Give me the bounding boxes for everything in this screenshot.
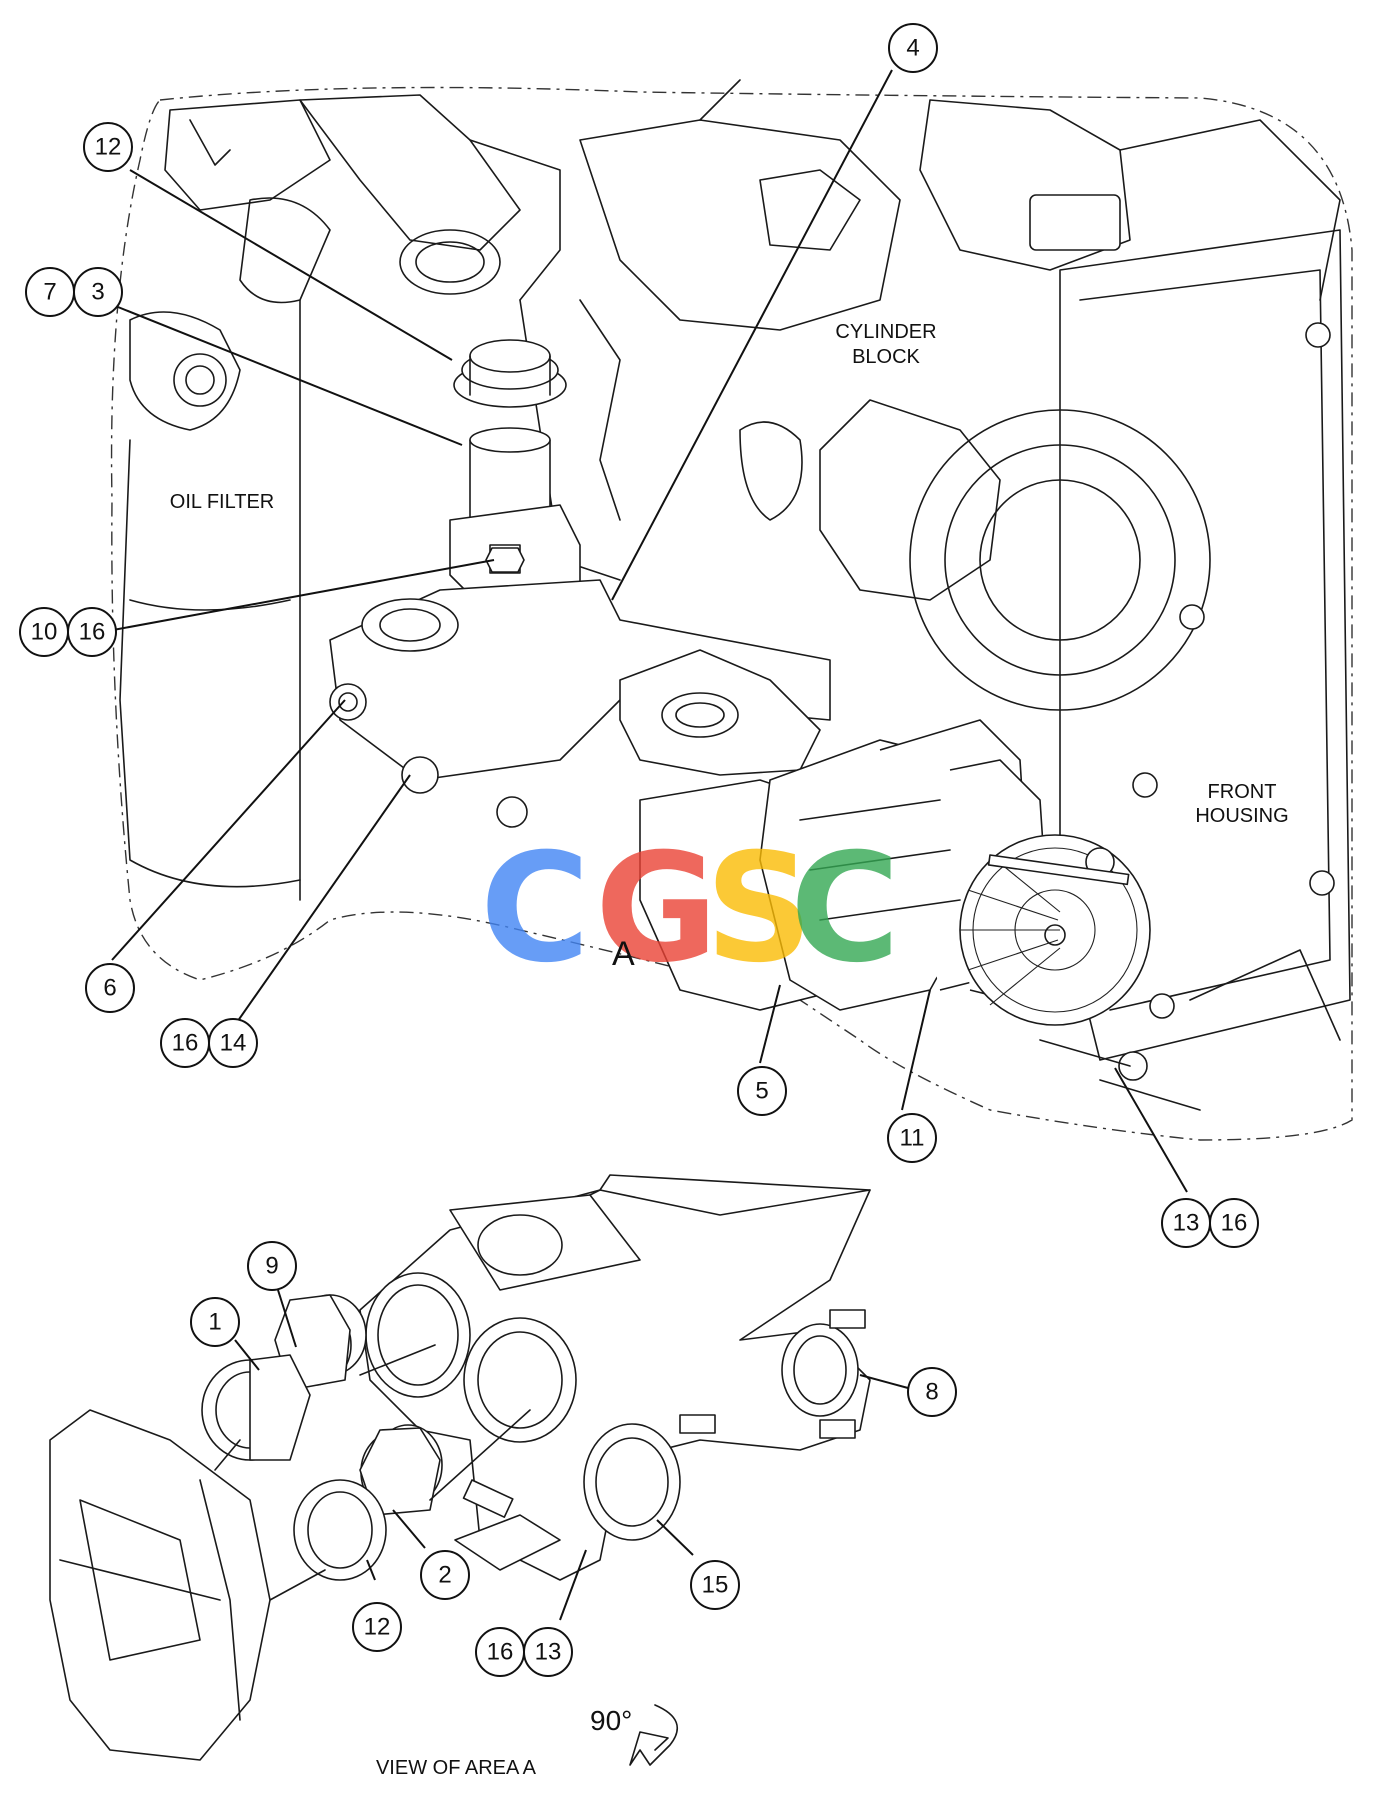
area-a-marker: A [612, 935, 635, 973]
svg-text:9: 9 [265, 1253, 278, 1280]
callout-4: 4 [888, 23, 938, 73]
cylinder-block-drawing [164, 79, 1341, 601]
callout-16-b: 16 [160, 1018, 210, 1068]
cgsc-watermark: C G S C [480, 822, 900, 996]
svg-text:16: 16 [79, 619, 106, 646]
svg-text:4: 4 [906, 35, 919, 62]
watermark-letter: C [480, 822, 590, 996]
view-of-area-a-drawing [49, 1174, 871, 1761]
svg-text:3: 3 [91, 279, 104, 306]
callout-12-top: 12 [83, 122, 133, 172]
svg-text:1: 1 [208, 1309, 221, 1336]
callout-15: 15 [690, 1560, 740, 1610]
svg-text:12: 12 [95, 134, 122, 161]
svg-text:5: 5 [755, 1078, 768, 1105]
callout-7: 7 [25, 267, 75, 317]
front-housing-label-line1: FRONT [1208, 781, 1277, 803]
oil-pump-gear [959, 834, 1151, 1026]
svg-text:16: 16 [487, 1639, 514, 1666]
callout-1: 1 [190, 1297, 240, 1347]
callout-14: 14 [208, 1018, 258, 1068]
svg-text:16: 16 [1221, 1210, 1248, 1237]
svg-text:15: 15 [702, 1572, 729, 1599]
callout-13-a: 13 [1161, 1198, 1211, 1248]
rotation-label: 90° [590, 1705, 632, 1736]
cylinder-block-label-line1: CYLINDER [835, 321, 936, 343]
rotation-arrow-icon [629, 1704, 679, 1766]
callout-13-b: 13 [523, 1627, 573, 1677]
callout-5: 5 [737, 1066, 787, 1116]
svg-text:11: 11 [900, 1125, 925, 1152]
svg-text:12: 12 [364, 1614, 391, 1641]
callout-16-d: 16 [475, 1627, 525, 1677]
oil-pump-body [639, 719, 1151, 1081]
svg-text:6: 6 [103, 975, 116, 1002]
svg-text:13: 13 [1173, 1210, 1200, 1237]
svg-text:2: 2 [438, 1562, 451, 1589]
view-of-area-a-label: VIEW OF AREA A [376, 1757, 537, 1779]
leader-lines [111, 69, 1188, 1621]
svg-text:14: 14 [220, 1030, 247, 1057]
svg-text:7: 7 [43, 279, 56, 306]
callout-16-a: 16 [67, 607, 117, 657]
svg-text:8: 8 [925, 1379, 938, 1406]
oil-filter-label: OIL FILTER [170, 491, 274, 513]
watermark-letter: G [595, 822, 718, 996]
callouts: 4 12 7 3 10 16 6 16 14 5 11 13 16 9 1 8 … [19, 23, 1259, 1677]
callout-6: 6 [85, 963, 135, 1013]
callout-8: 8 [907, 1367, 957, 1417]
svg-text:16: 16 [172, 1030, 199, 1057]
oil-tube-assembly [329, 339, 831, 828]
front-housing-drawing [909, 229, 1351, 1111]
callout-2: 2 [420, 1550, 470, 1600]
callout-10: 10 [19, 607, 69, 657]
svg-text:13: 13 [535, 1639, 562, 1666]
callout-3: 3 [73, 267, 123, 317]
callout-12-bottom: 12 [352, 1602, 402, 1652]
cylinder-block-label-line2: BLOCK [852, 346, 920, 368]
watermark-letter: C [790, 822, 900, 996]
callout-9: 9 [247, 1241, 297, 1291]
front-housing-label-line2: HOUSING [1195, 805, 1288, 827]
watermark-letter: S [705, 822, 813, 996]
svg-text:10: 10 [31, 619, 58, 646]
callout-11: 11 [887, 1113, 937, 1163]
oil-filter-drawing [119, 299, 301, 901]
callout-16-c: 16 [1209, 1198, 1259, 1248]
